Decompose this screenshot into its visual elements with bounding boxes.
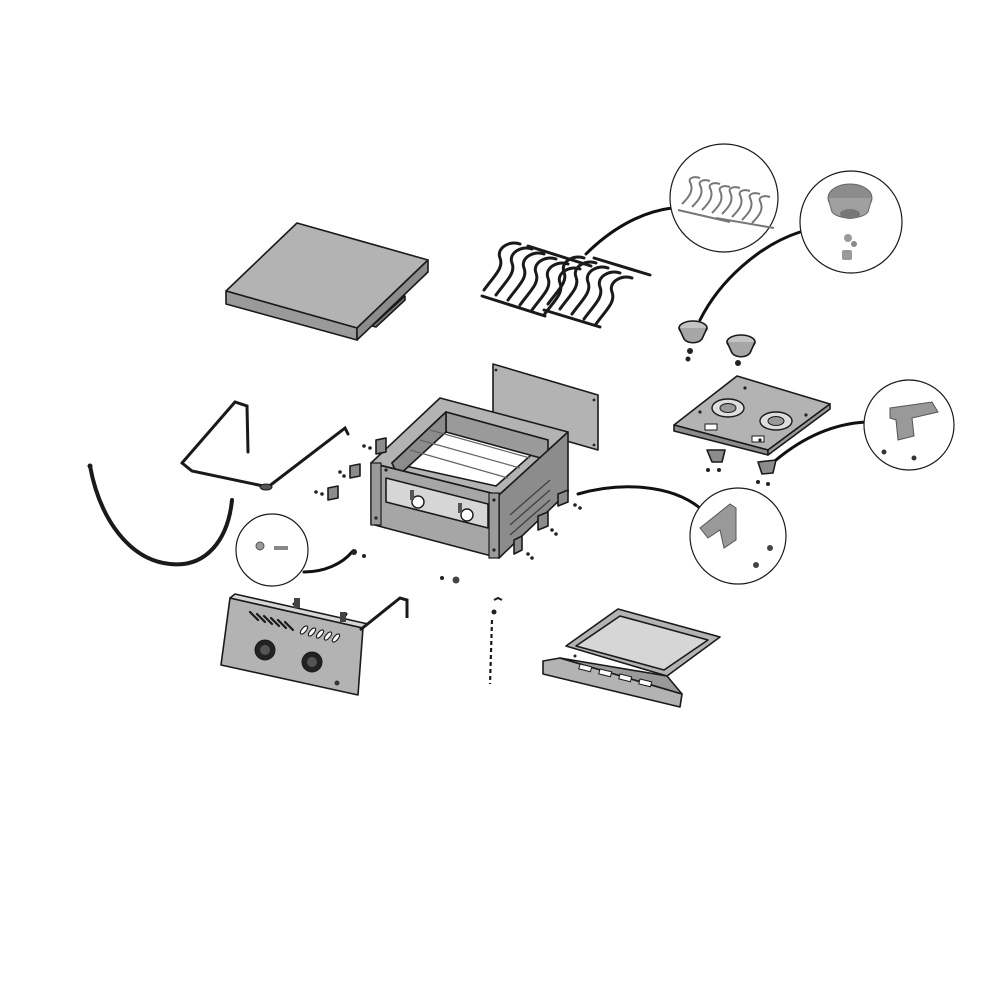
control-panel — [220, 593, 409, 696]
grate-right — [542, 255, 652, 329]
burner-head-right — [726, 334, 756, 366]
cooking-grates — [480, 241, 652, 329]
ignitor-rod — [488, 596, 503, 685]
rear-panel — [492, 363, 599, 451]
griddle-lid — [225, 222, 429, 341]
callout-burner-detail — [698, 170, 903, 322]
grate-left — [480, 241, 593, 318]
support-frame — [180, 400, 350, 491]
callout-side-bracket-detail — [576, 485, 787, 585]
callout-hose-fitting-detail — [235, 513, 366, 587]
right-brackets — [513, 489, 582, 560]
burner-head-left — [678, 320, 708, 362]
burner-tray — [673, 375, 831, 456]
loose-screws — [440, 576, 460, 584]
tray-brackets — [706, 449, 777, 486]
burner-heads — [678, 320, 756, 366]
drip-tray — [542, 608, 721, 708]
callout-grates-detail — [584, 143, 779, 256]
callout-tray-bracket-detail — [774, 379, 955, 471]
left-brackets — [314, 437, 387, 501]
gas-hose — [87, 463, 234, 567]
